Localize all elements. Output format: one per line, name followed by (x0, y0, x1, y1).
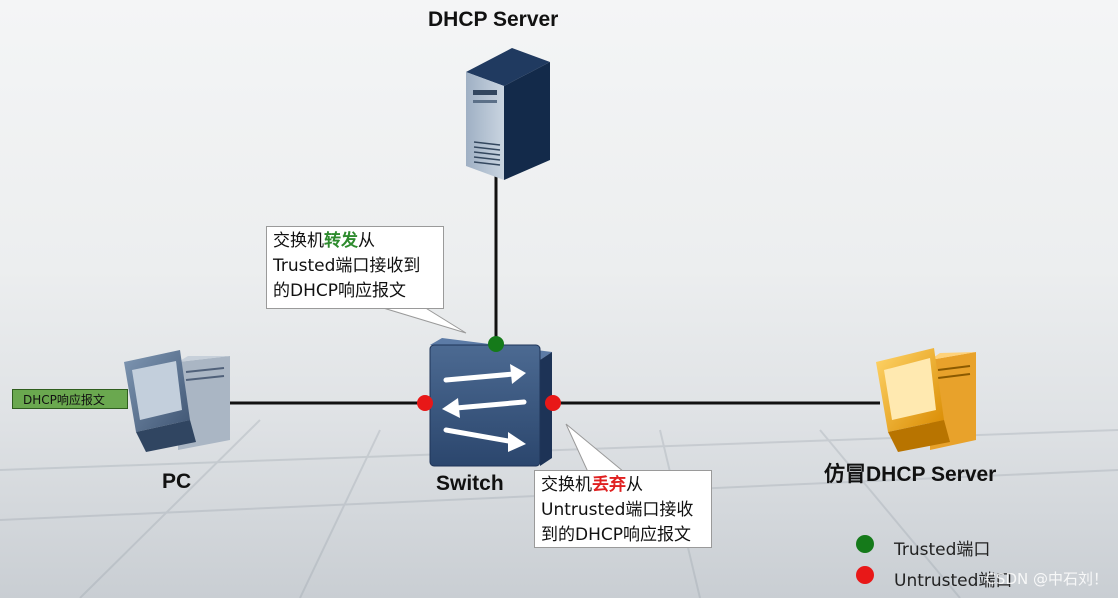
callout-pointer-trusted (379, 306, 467, 334)
callout-untrusted-line3: 到的DHCP响应报文 (541, 525, 691, 545)
dhcp-server-label: DHCP Server (428, 8, 559, 31)
legend-trusted-dot (856, 535, 874, 553)
legend-untrusted-label: Untrusted端口 (894, 571, 1013, 591)
switch-label: Switch (436, 472, 504, 495)
fake-dhcp-server-label: 仿冒DHCP Server (824, 463, 997, 486)
trusted-port-dot (488, 336, 504, 352)
legend-untrusted-dot (856, 566, 874, 584)
untrusted-port-right-dot (545, 395, 561, 411)
callout-untrusted: 交换机丢弃从 Untrusted端口接收 到的DHCP响应报文 (534, 470, 712, 548)
pc-icon (124, 350, 230, 452)
pc-dhcp-response-tag: DHCP响应报文 (12, 389, 128, 409)
callout-trusted-line2: Trusted端口接收到 (273, 256, 421, 276)
switch-icon (429, 338, 552, 467)
callout-untrusted-prefix: 交换机 (541, 475, 592, 495)
callout-trusted: 交换机转发从 Trusted端口接收到 的DHCP响应报文 (266, 226, 444, 309)
legend-trusted-label: Trusted端口 (894, 540, 991, 560)
callout-trusted-action: 转发 (324, 231, 358, 251)
pc-label: PC (162, 470, 192, 493)
watermark: CSDN @中石刘！ (985, 570, 1108, 588)
callout-untrusted-action: 丢弃 (592, 475, 626, 495)
fake-server-icon (876, 348, 976, 452)
server-icon (466, 48, 550, 180)
untrusted-port-left-dot (417, 395, 433, 411)
callout-trusted-prefix: 交换机 (273, 231, 324, 251)
callout-untrusted-suffix: 从 (626, 475, 643, 495)
callout-trusted-line3: 的DHCP响应报文 (273, 281, 406, 301)
callout-untrusted-line2: Untrusted端口接收 (541, 500, 694, 520)
callout-trusted-suffix: 从 (358, 231, 375, 251)
